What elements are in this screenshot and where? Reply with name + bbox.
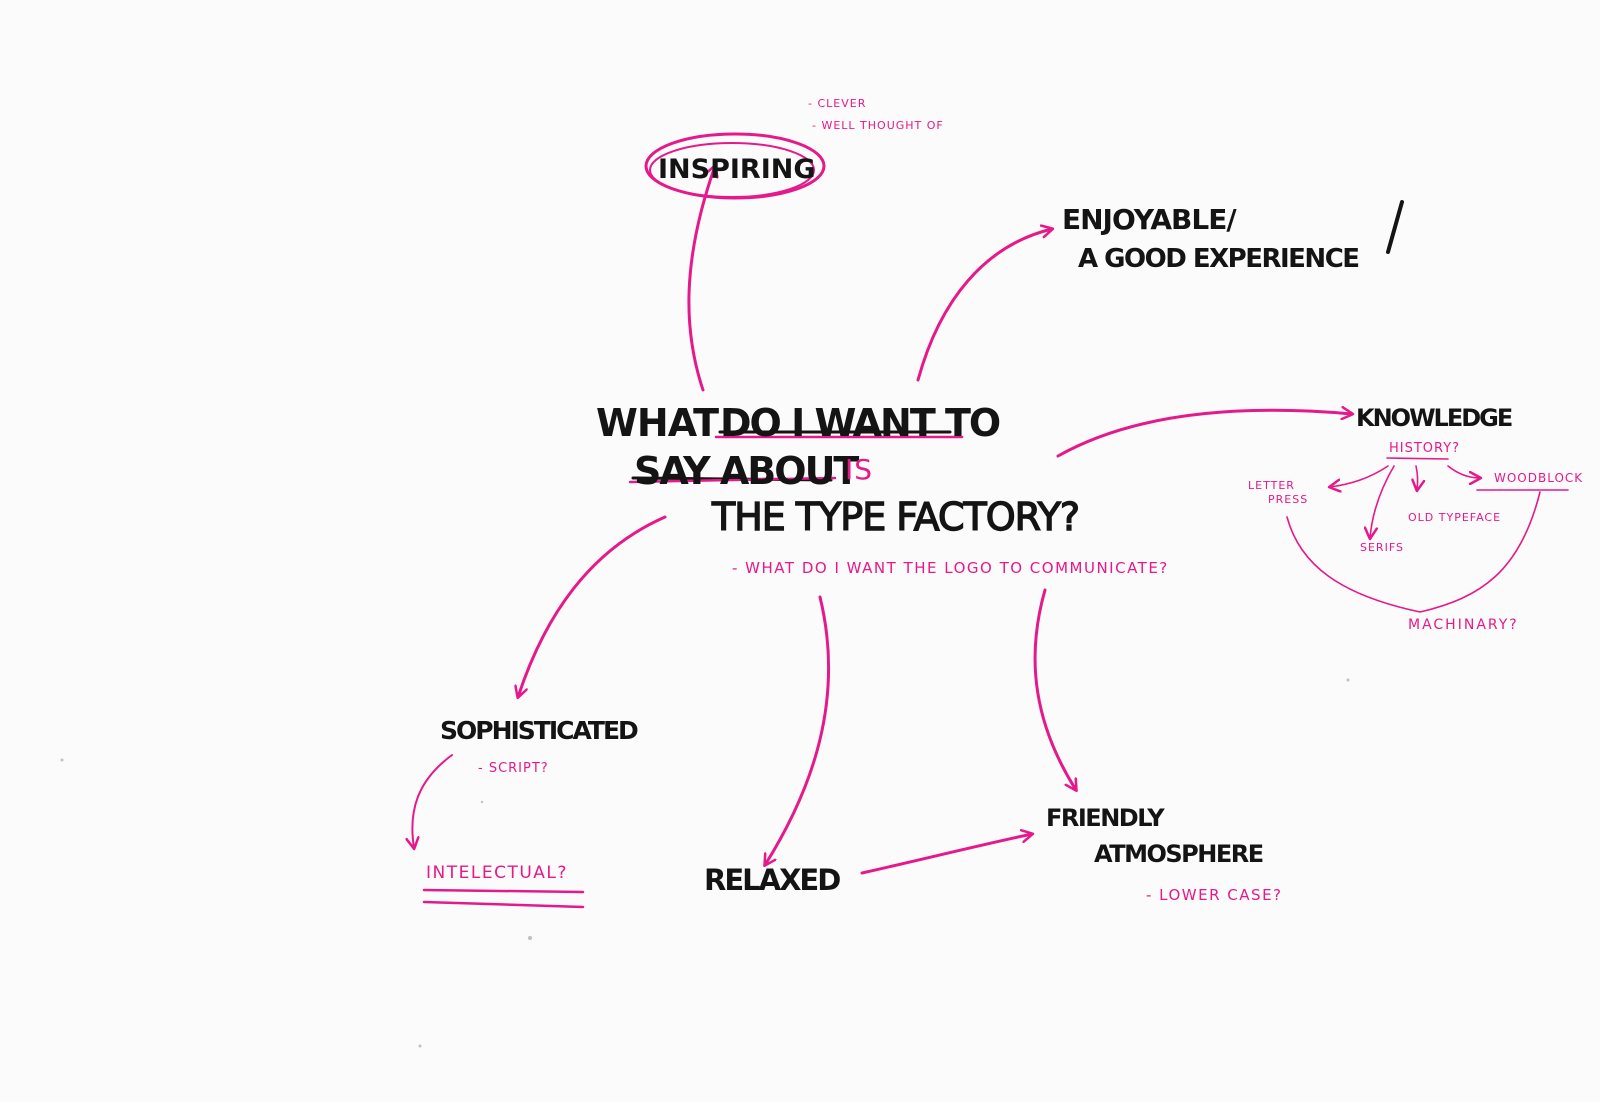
center-struck-line-1: DO I WANT TO — [720, 401, 1001, 445]
arrow-to-sophisticated — [518, 515, 667, 697]
relaxed-label: RELAXED — [704, 863, 841, 897]
enjoyable-line-1: ENJOYABLE/ — [1062, 203, 1237, 236]
knowledge-machinary: MACHINARY? — [1408, 617, 1519, 633]
arrow-to-relaxed — [765, 595, 831, 865]
inspiring-label: INSPIRING — [658, 154, 816, 185]
intelectual-underline-2 — [422, 900, 585, 909]
sophisticated-label: SOPHISTICATED — [440, 716, 639, 745]
scan-speck — [528, 936, 532, 940]
arrow-to-friendly — [1033, 588, 1076, 790]
history-underline — [1386, 457, 1449, 460]
strike-line-2-pink — [628, 476, 837, 484]
scan-speck — [480, 800, 484, 804]
center-struck-line-2: SAY ABOUT — [634, 449, 859, 493]
inspiring-ellipse — [644, 132, 826, 200]
arrow-to-intelectual — [412, 754, 453, 848]
center-word-is: IS — [845, 453, 874, 486]
inspiring-ellipse-inner — [649, 142, 815, 198]
knowledge-old-typeface: OLD TYPEFACE — [1408, 511, 1502, 524]
knowledge-serifs: SERIFS — [1360, 541, 1404, 554]
friendly-note: - LOWER CASE? — [1146, 886, 1283, 904]
knowledge-woodblock: WOODBLOCK — [1494, 471, 1584, 485]
knowledge-label: KNOWLEDGE — [1356, 404, 1513, 432]
arrow-relaxed-to-friendly — [860, 834, 1032, 875]
center-subquestion: - WHAT DO I WANT THE LOGO TO COMMUNICATE… — [732, 559, 1169, 577]
arrow-to-woodblock — [1447, 465, 1480, 478]
knowledge-press: PRESS — [1268, 493, 1309, 506]
scan-speck — [60, 758, 64, 762]
scan-speck — [1346, 678, 1350, 682]
friendly-line-2: ATMOSPHERE — [1094, 840, 1264, 868]
inspiring-note-clever: - CLEVER — [808, 97, 867, 110]
knowledge-letter: LETTER — [1248, 479, 1295, 492]
sophisticated-note: - SCRIPT? — [478, 761, 549, 776]
enjoyable-line-2: A GOOD EXPERIENCE — [1078, 244, 1360, 274]
center-line-type-factory: THE TYPE FACTORY? — [711, 495, 1080, 539]
arrow-to-old-typeface — [1416, 465, 1418, 490]
arrow-to-serifs — [1370, 465, 1395, 538]
intelectual-label: INTELECTUAL? — [426, 863, 568, 883]
scan-speck — [418, 1044, 422, 1048]
center-word-what: WHAT — [596, 401, 719, 445]
enjoyable-slash — [1386, 200, 1404, 254]
arrow-to-letterpress — [1330, 465, 1389, 487]
arrow-to-knowledge — [1056, 410, 1352, 458]
inspiring-note-well-thought: - WELL THOUGHT OF — [812, 119, 944, 132]
arrow-to-inspiring — [687, 166, 715, 392]
arrow-to-enjoyable — [916, 229, 1052, 382]
friendly-line-1: FRIENDLY — [1046, 804, 1165, 832]
machinary-bracket — [1286, 491, 1541, 613]
intelectual-underline-1 — [422, 888, 585, 894]
knowledge-history: HISTORY? — [1389, 441, 1461, 456]
